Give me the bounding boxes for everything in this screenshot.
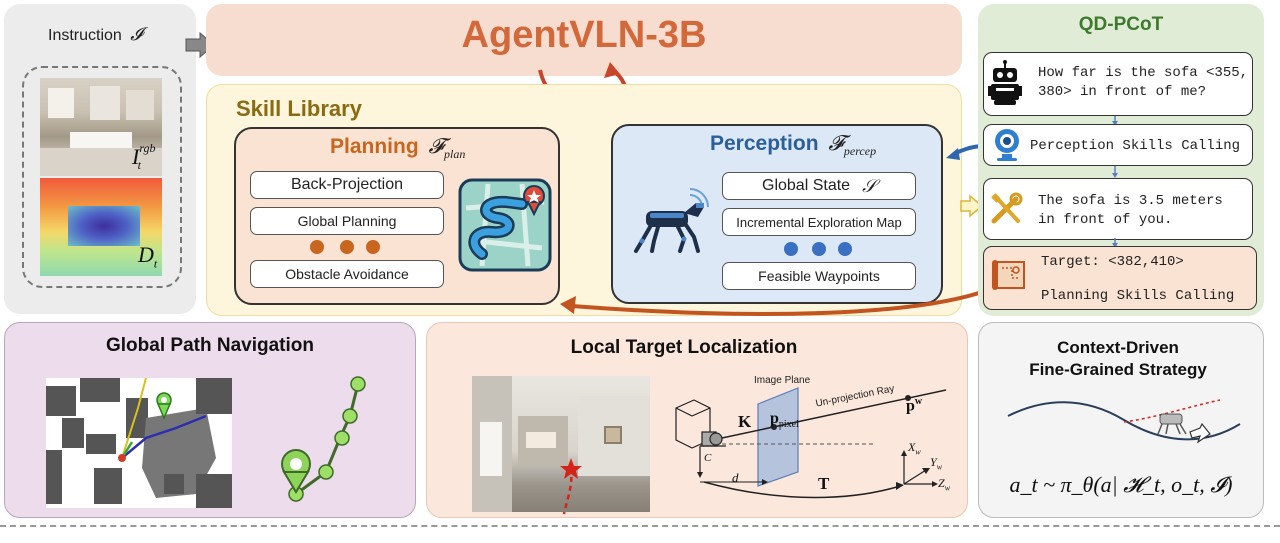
qd-pcot-title: QD-PCoT xyxy=(1078,14,1164,35)
qd-flow-arrow xyxy=(1112,238,1118,248)
depth-label: Dt xyxy=(138,242,158,271)
target-path-star xyxy=(560,458,582,515)
route-map-icon xyxy=(458,178,552,272)
trajectory-curve xyxy=(1007,399,1241,444)
planning-dot xyxy=(366,240,380,254)
zw-label: Zw xyxy=(938,476,951,493)
yw-label: Yw xyxy=(930,455,943,472)
qd-perception-call-box xyxy=(983,124,1253,166)
context-title-line2: Fine-Grained Strategy xyxy=(1029,360,1207,379)
qd-flow-arrow xyxy=(1112,116,1118,126)
projection-diagram xyxy=(675,387,947,499)
skill-to-qd-arrow xyxy=(960,194,984,218)
qd-answer-text: The sofa is 3.5 meters in front of you. xyxy=(1038,193,1223,228)
planning-title: Planning 𝓕plan xyxy=(330,134,466,162)
qd-planning-call-text: Planning Skills Calling xyxy=(1041,288,1235,304)
planning-dot xyxy=(310,240,324,254)
p-pixel-label: ppixel xyxy=(770,410,799,431)
context-title-line1: Context-Driven xyxy=(1057,338,1179,357)
qd-answer-box xyxy=(983,178,1253,240)
local-target-title: Local Target Localization xyxy=(570,337,798,358)
perception-title: Perception 𝓕percep xyxy=(710,131,877,159)
room-photo xyxy=(472,376,650,512)
robot-dog-icon xyxy=(634,188,709,253)
planning-return-arrow xyxy=(560,288,989,316)
qd-target-text: Target: <382,410> xyxy=(1041,254,1184,270)
occupancy-map xyxy=(46,377,232,508)
blueprint-icon xyxy=(992,260,1025,290)
qd-perception-call-text: Perception Skills Calling xyxy=(1030,138,1241,154)
perception-item-feasible-waypoints: Feasible Waypoints xyxy=(722,262,916,290)
instruction-label: Instruction 𝓘 xyxy=(48,24,142,45)
planning-item-obstacle-avoidance: Obstacle Avoidance xyxy=(250,260,444,288)
instruction-symbol: 𝓘 xyxy=(130,24,143,44)
xw-label: Xw xyxy=(908,440,921,457)
perception-dot xyxy=(812,242,826,256)
webcam-icon xyxy=(995,129,1019,161)
perception-dot xyxy=(838,242,852,256)
model-banner xyxy=(206,4,962,76)
planning-item-back-projection: Back-Projection xyxy=(250,171,444,199)
distance-label: d xyxy=(732,470,739,485)
bottom-divider xyxy=(0,525,1280,527)
instruction-text: Instruction xyxy=(48,27,122,44)
tools-icon xyxy=(991,192,1023,224)
planning-item-global-planning: Global Planning xyxy=(250,207,444,235)
model-title: AgentVLN-3B xyxy=(461,14,707,56)
waypoint-path xyxy=(281,376,366,502)
qd-flow-arrow xyxy=(1112,166,1118,178)
camera-center-label: C xyxy=(704,452,712,464)
perception-dot xyxy=(784,242,798,256)
context-panel xyxy=(978,322,1264,518)
transform-label: T xyxy=(818,474,830,493)
planning-dot xyxy=(340,240,354,254)
qd-planning-call-box xyxy=(983,246,1257,310)
k-label: K xyxy=(738,412,752,431)
observation-frame xyxy=(22,66,182,288)
p-world-label: pw xyxy=(906,396,923,415)
global-path-title: Global Path Navigation xyxy=(106,335,314,356)
policy-formula: a_t ~ π_θ(a| 𝓗_t, o_t, 𝓘) xyxy=(1009,472,1233,497)
qd-question-text: How far is the sofa <355, 380> in front … xyxy=(1038,65,1249,100)
skill-library-title: Skill Library xyxy=(236,96,362,121)
image-plane-label: Image Plane xyxy=(754,375,811,386)
qd-question-box xyxy=(983,52,1253,116)
rgb-label: Irgbt xyxy=(132,140,156,173)
robot-icon xyxy=(988,60,1022,105)
perception-item-exploration-map: Incremental Exploration Map xyxy=(722,208,916,236)
depth-image xyxy=(40,178,162,276)
rgb-image xyxy=(40,78,162,176)
perception-item-global-state: Global State 𝒮 xyxy=(722,172,916,200)
